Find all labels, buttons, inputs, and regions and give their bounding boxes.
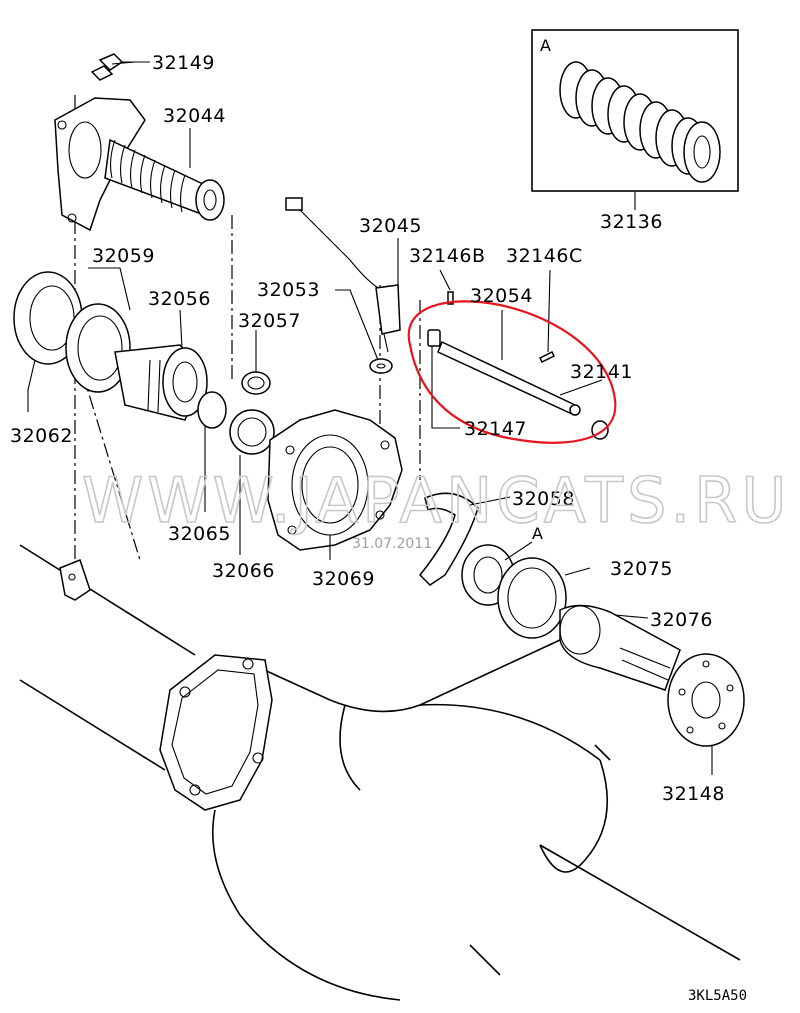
label-32057: 32057 xyxy=(238,310,301,332)
bushing-32057 xyxy=(241,371,271,395)
label-32075: 32075 xyxy=(610,558,673,580)
inset-letter: A xyxy=(540,36,551,55)
label-32062: 32062 xyxy=(10,425,73,447)
label-32045: 32045 xyxy=(359,215,422,237)
label-32136: 32136 xyxy=(600,211,663,233)
bellows-32044 xyxy=(104,138,225,221)
label-32141: 32141 xyxy=(570,361,633,383)
label-32066: 32066 xyxy=(212,560,275,582)
highlight-ellipse xyxy=(407,300,617,444)
axle-housing xyxy=(19,544,741,1001)
flange-plate-32148 xyxy=(667,653,745,747)
bearing-32066 xyxy=(229,409,275,455)
label-32069: 32069 xyxy=(312,568,375,590)
label-32147: 32147 xyxy=(464,418,527,440)
seal-32075 xyxy=(497,557,567,639)
plug-32147 xyxy=(427,329,441,347)
shift-fork-32058 xyxy=(418,492,479,586)
pin-32146B xyxy=(447,291,454,305)
shaft-32076 xyxy=(559,604,681,691)
callout-letter-a: A xyxy=(532,524,543,543)
oil-seal-32059 xyxy=(65,303,131,393)
label-32149: 32149 xyxy=(152,52,215,74)
label-32146C: 32146C xyxy=(506,245,583,267)
bearing-32065 xyxy=(197,391,227,429)
label-32056: 32056 xyxy=(148,288,211,310)
label-32148: 32148 xyxy=(662,783,725,805)
label-32146B: 32146B xyxy=(409,245,485,267)
bolt-32149 xyxy=(90,53,136,81)
date-stamp: 31.07.2011 xyxy=(352,536,432,552)
label-32065: 32065 xyxy=(168,523,231,545)
washer-32053 xyxy=(369,358,393,374)
leader-lines xyxy=(27,61,713,775)
label-32076: 32076 xyxy=(650,609,713,631)
watermark: WWW.JAPANCATS.RU xyxy=(82,464,791,537)
shift-rail-32054 xyxy=(437,340,581,416)
sensor-32045 xyxy=(285,197,401,353)
pin-32146C xyxy=(538,350,556,364)
label-32053: 32053 xyxy=(257,279,320,301)
spring-pack-32136 xyxy=(559,61,721,183)
inset-a: A xyxy=(531,29,739,210)
label-32059: 32059 xyxy=(92,245,155,267)
diagram-code: 3KL5A50 xyxy=(688,988,747,1004)
label-32058: 32058 xyxy=(512,488,575,510)
label-32054: 32054 xyxy=(470,285,533,307)
gear-32056 xyxy=(114,344,208,421)
part-labels: 32149 32044 32059 32056 32062 32057 3205… xyxy=(10,52,725,805)
label-32044: 32044 xyxy=(163,105,226,127)
